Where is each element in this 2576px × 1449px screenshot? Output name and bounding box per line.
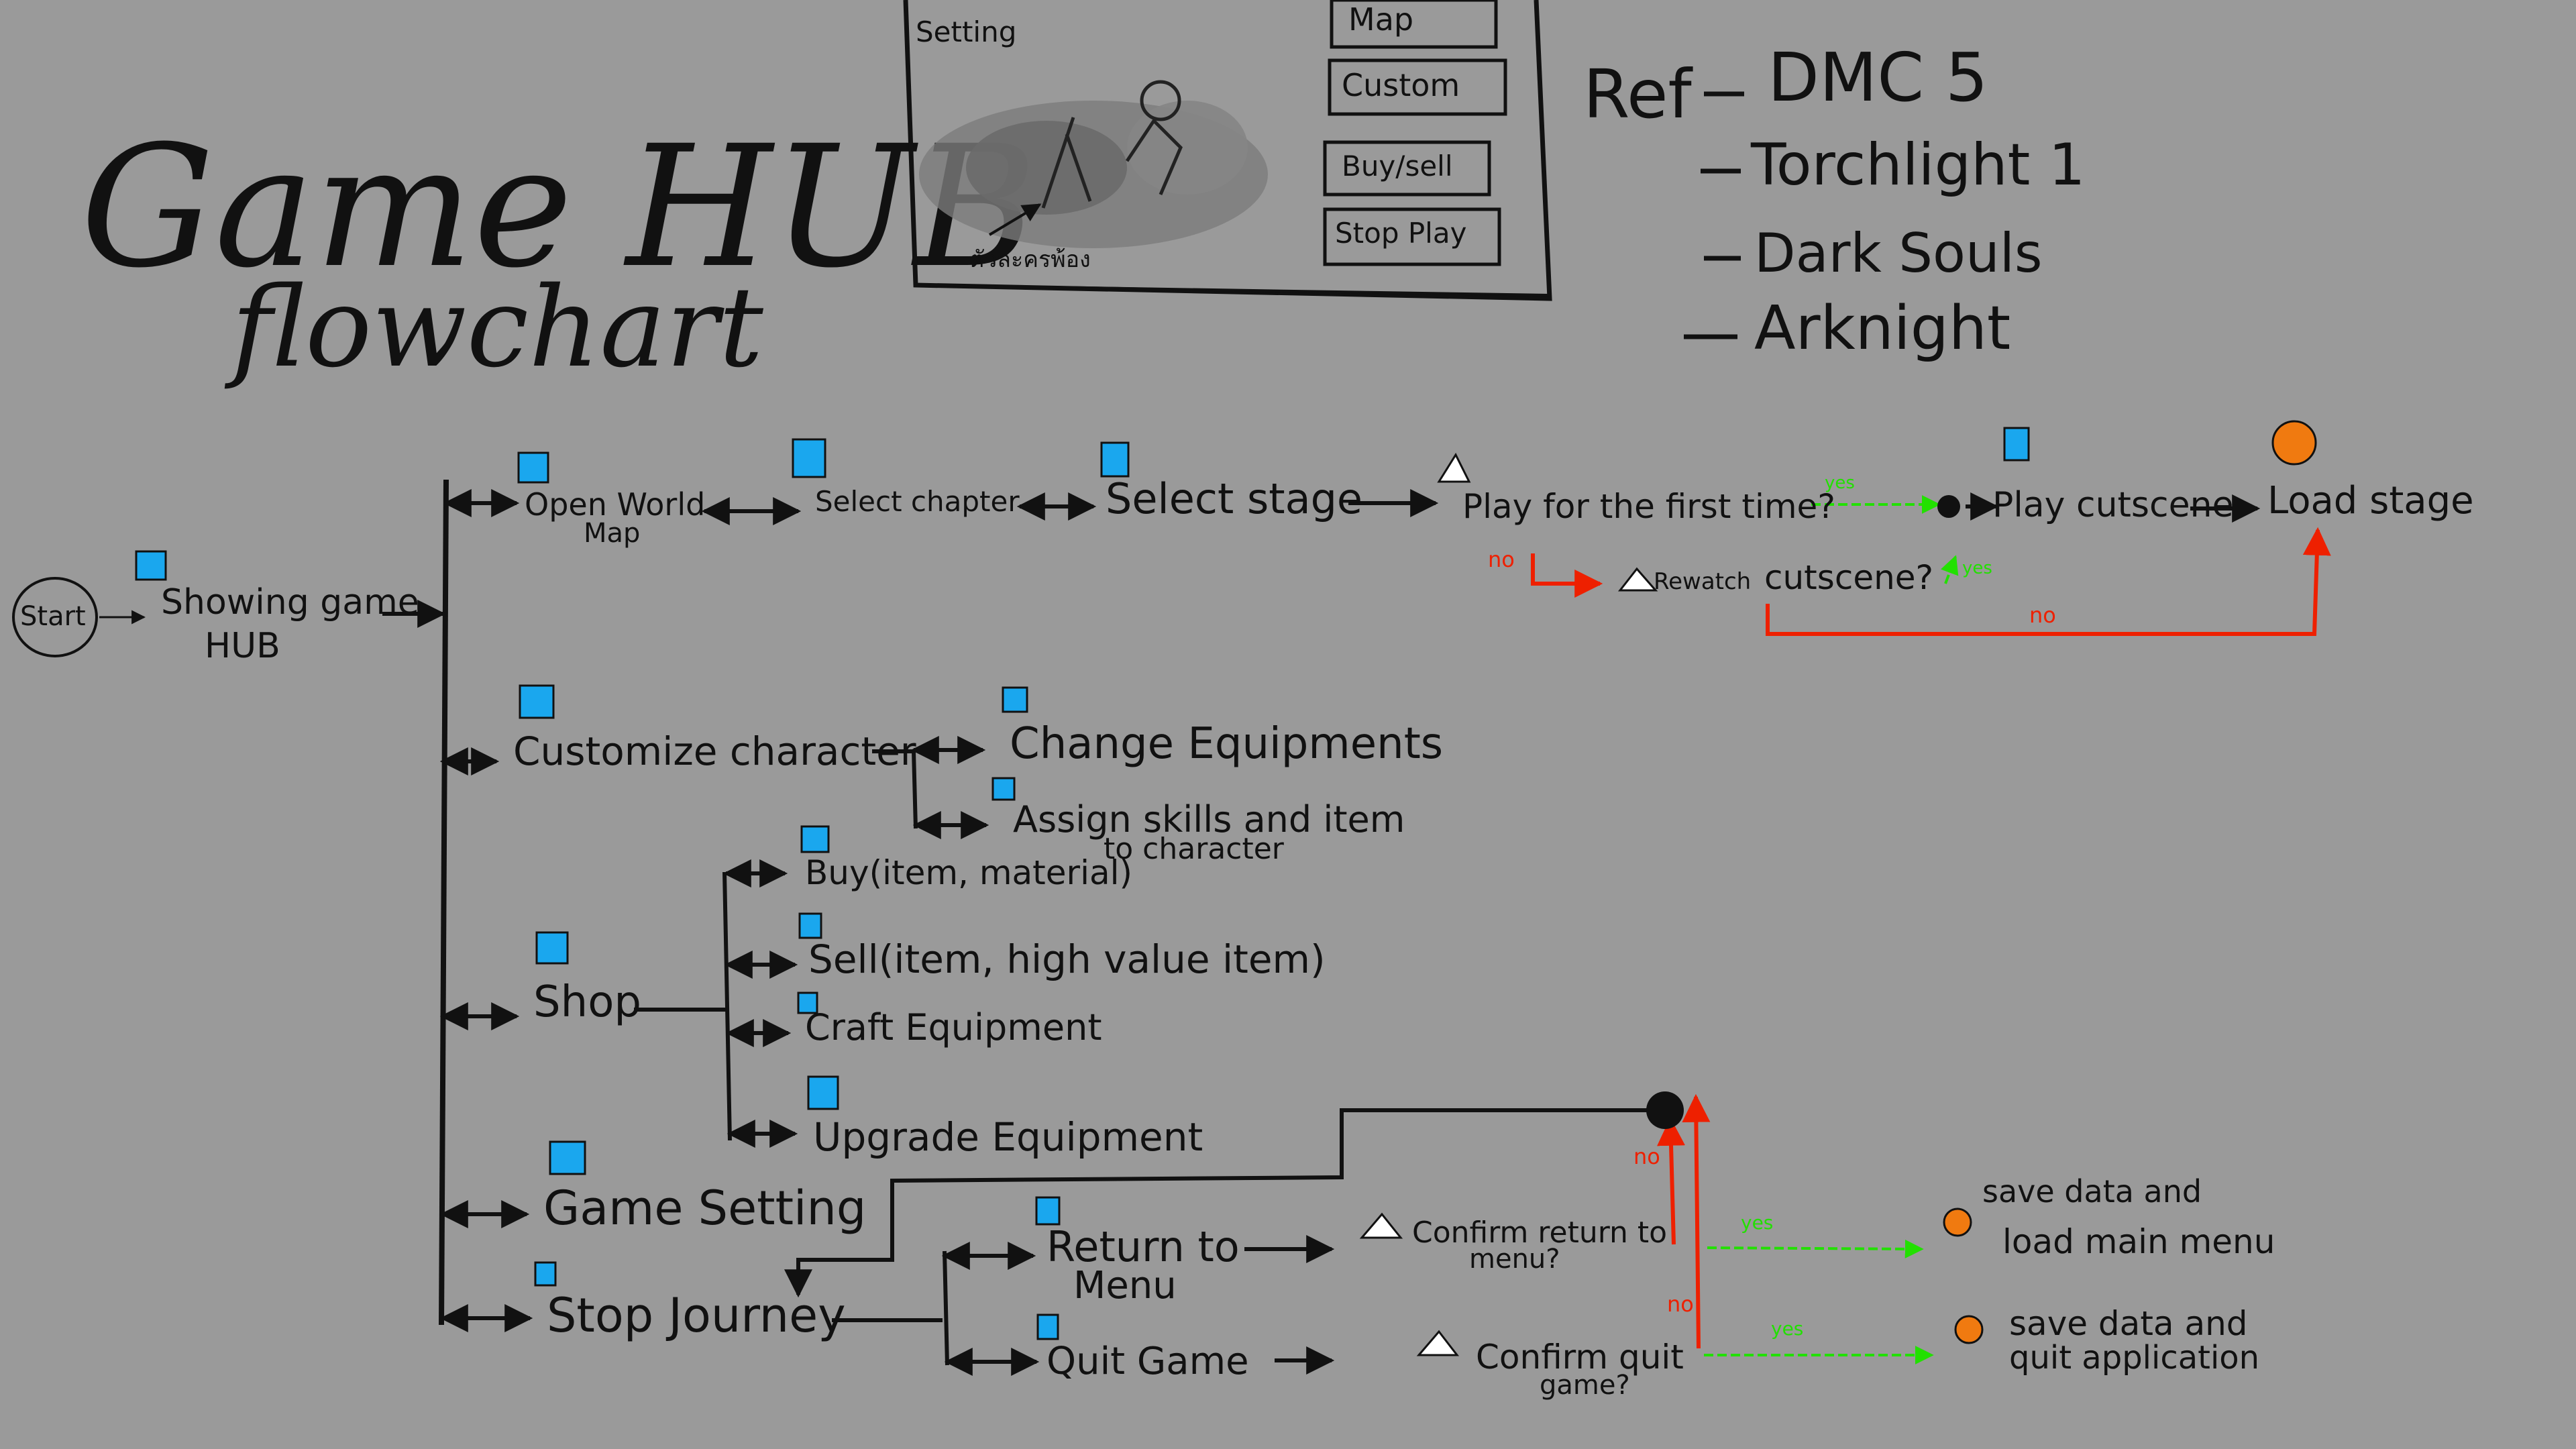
task-marker-chapter	[792, 438, 826, 478]
merge-node-cutscene	[1937, 495, 1960, 518]
task-marker-assign	[991, 777, 1016, 801]
task-marker-shop	[535, 931, 569, 965]
end-marker-load-stage	[2271, 420, 2317, 466]
select-chapter-label: Select chapter	[815, 485, 1020, 518]
decision-marker-confirm-quit	[1416, 1330, 1460, 1356]
stop-journey-label: Stop Journey	[547, 1288, 846, 1343]
svg-text:Buy/sell: Buy/sell	[1342, 150, 1453, 182]
label-no-first-time: no	[1488, 547, 1515, 572]
ui-mockup-sketch: Setting ตัวละครพ้อง Map Custom Buy/sell …	[903, 0, 1552, 301]
mockup-label: Setting	[916, 15, 1016, 48]
task-marker-cutscene	[2003, 427, 2030, 462]
customize-label: Customize character	[513, 729, 916, 774]
label-yes-quit: yes	[1771, 1318, 1803, 1340]
decision-markers	[1359, 452, 1658, 1356]
sell-label: Sell(item, high value item)	[808, 936, 1326, 982]
end-marker-quit-app	[1954, 1315, 1984, 1344]
task-marker-change	[1002, 686, 1028, 713]
end-return-line-1: save data and	[1982, 1173, 2202, 1210]
select-stage-label: Select stage	[1106, 474, 1362, 523]
hub-label-line-1: Showing game	[161, 582, 419, 623]
task-marker-buy	[800, 825, 830, 853]
play-cutscene-label: Play cutscene	[1992, 485, 2234, 525]
title-line-2: flowchart	[224, 263, 764, 392]
label-no-rewatch: no	[2029, 602, 2056, 628]
return-label-line-1: Return to	[1046, 1222, 1240, 1271]
task-marker-craft	[797, 991, 818, 1014]
craft-label: Craft Equipment	[805, 1006, 1102, 1049]
task-marker-upgrade	[807, 1075, 839, 1110]
connectors	[99, 479, 2261, 1376]
task-marker-return	[1035, 1196, 1061, 1226]
task-marker-open-world	[517, 451, 549, 484]
task-marker-sell	[798, 912, 822, 939]
task-marker-game-setting	[549, 1140, 586, 1175]
end-quit-line-1: save data and	[2009, 1304, 2248, 1343]
reference-list: Ref DMC 5 Torchlight 1 Dark Souls Arknig…	[1583, 38, 2085, 364]
task-marker-stage	[1100, 441, 1130, 478]
ref-item-dmc5: DMC 5	[1768, 38, 1988, 117]
end-markers	[1943, 420, 2317, 1344]
svg-text:Map: Map	[1348, 1, 1413, 38]
confirm-return-line-1: Confirm return to	[1412, 1216, 1667, 1250]
assign-label-line-1: Assign skills and item	[1013, 798, 1405, 841]
confirm-quit-line-2: game?	[1540, 1370, 1630, 1401]
task-marker-quit	[1036, 1313, 1059, 1340]
start-node: Start	[12, 577, 98, 657]
no-paths	[1531, 527, 2331, 1349]
mockup-caption: ตัวละครพ้อง	[969, 246, 1091, 273]
decision-marker-rewatch	[1617, 567, 1658, 592]
label-no-return: no	[1633, 1144, 1660, 1169]
open-world-label-line-2: Map	[584, 518, 640, 549]
task-markers	[135, 427, 2030, 1340]
upgrade-label: Upgrade Equipment	[813, 1114, 1203, 1160]
assign-label-line-2: to character	[1104, 832, 1285, 866]
return-label-line-2: Menu	[1073, 1264, 1177, 1307]
confirm-quit-line-1: Confirm quit	[1476, 1338, 1684, 1377]
yes-paths	[1704, 495, 1959, 1364]
task-marker-stop-journey	[534, 1261, 557, 1287]
decision-marker-first-time	[1437, 452, 1471, 483]
end-quit-line-2: quit application	[2009, 1339, 2259, 1377]
label-no-quit: no	[1667, 1291, 1694, 1317]
game-setting-label: Game Setting	[543, 1181, 866, 1236]
decision-rewatch-word: Rewatch	[1654, 568, 1751, 595]
mockup-button-custom: Custom	[1328, 58, 1507, 116]
branch-annotations: yes yes no no no no yes yes	[1488, 473, 2056, 1340]
ref-item-dark-souls: Dark Souls	[1754, 222, 2043, 284]
confirm-return-line-2: menu?	[1469, 1244, 1560, 1275]
quit-label: Quit Game	[1046, 1340, 1249, 1383]
node-labels: Showing game HUB Open World Map Select c…	[161, 474, 2474, 1401]
mockup-button-stop-play: Stop Play	[1323, 207, 1501, 266]
ref-item-torchlight: Torchlight 1	[1750, 131, 2085, 199]
mockup-button-map: Map	[1330, 0, 1498, 49]
label-yes-cutscene: yes	[1825, 473, 1855, 493]
mockup-button-buysell: Buy/sell	[1323, 140, 1491, 197]
ref-prefix: Ref	[1583, 55, 1694, 133]
svg-text:Stop Play: Stop Play	[1335, 217, 1466, 250]
task-marker-hub	[135, 550, 167, 581]
change-equipments-label: Change Equipments	[1010, 719, 1443, 769]
hub-label-line-2: HUB	[205, 626, 280, 666]
svg-text:Start: Start	[20, 601, 86, 632]
load-stage-label: Load stage	[2267, 479, 2474, 523]
label-yes-rewatch: yes	[1962, 558, 1992, 578]
end-return-line-2: load main menu	[2002, 1222, 2275, 1261]
end-marker-main-menu	[1943, 1208, 1972, 1237]
open-world-label-line-1: Open World	[525, 486, 705, 523]
label-yes-return: yes	[1741, 1212, 1773, 1234]
decision-marker-confirm-return	[1359, 1212, 1403, 1239]
diagram-title: Game HUB flowchart	[80, 109, 1037, 392]
ref-item-arknight: Arknight	[1754, 293, 2010, 364]
title-line-1: Game HUB	[80, 109, 1037, 305]
decision-first-time-label: Play for the first time?	[1462, 487, 1835, 526]
svg-text:Custom: Custom	[1342, 67, 1460, 103]
buy-label: Buy(item, material)	[805, 853, 1132, 892]
task-marker-customize	[519, 684, 555, 719]
decision-rewatch-cutscene: cutscene?	[1764, 558, 1933, 597]
shop-label: Shop	[533, 977, 641, 1027]
merge-node-confirm	[1646, 1091, 1684, 1129]
